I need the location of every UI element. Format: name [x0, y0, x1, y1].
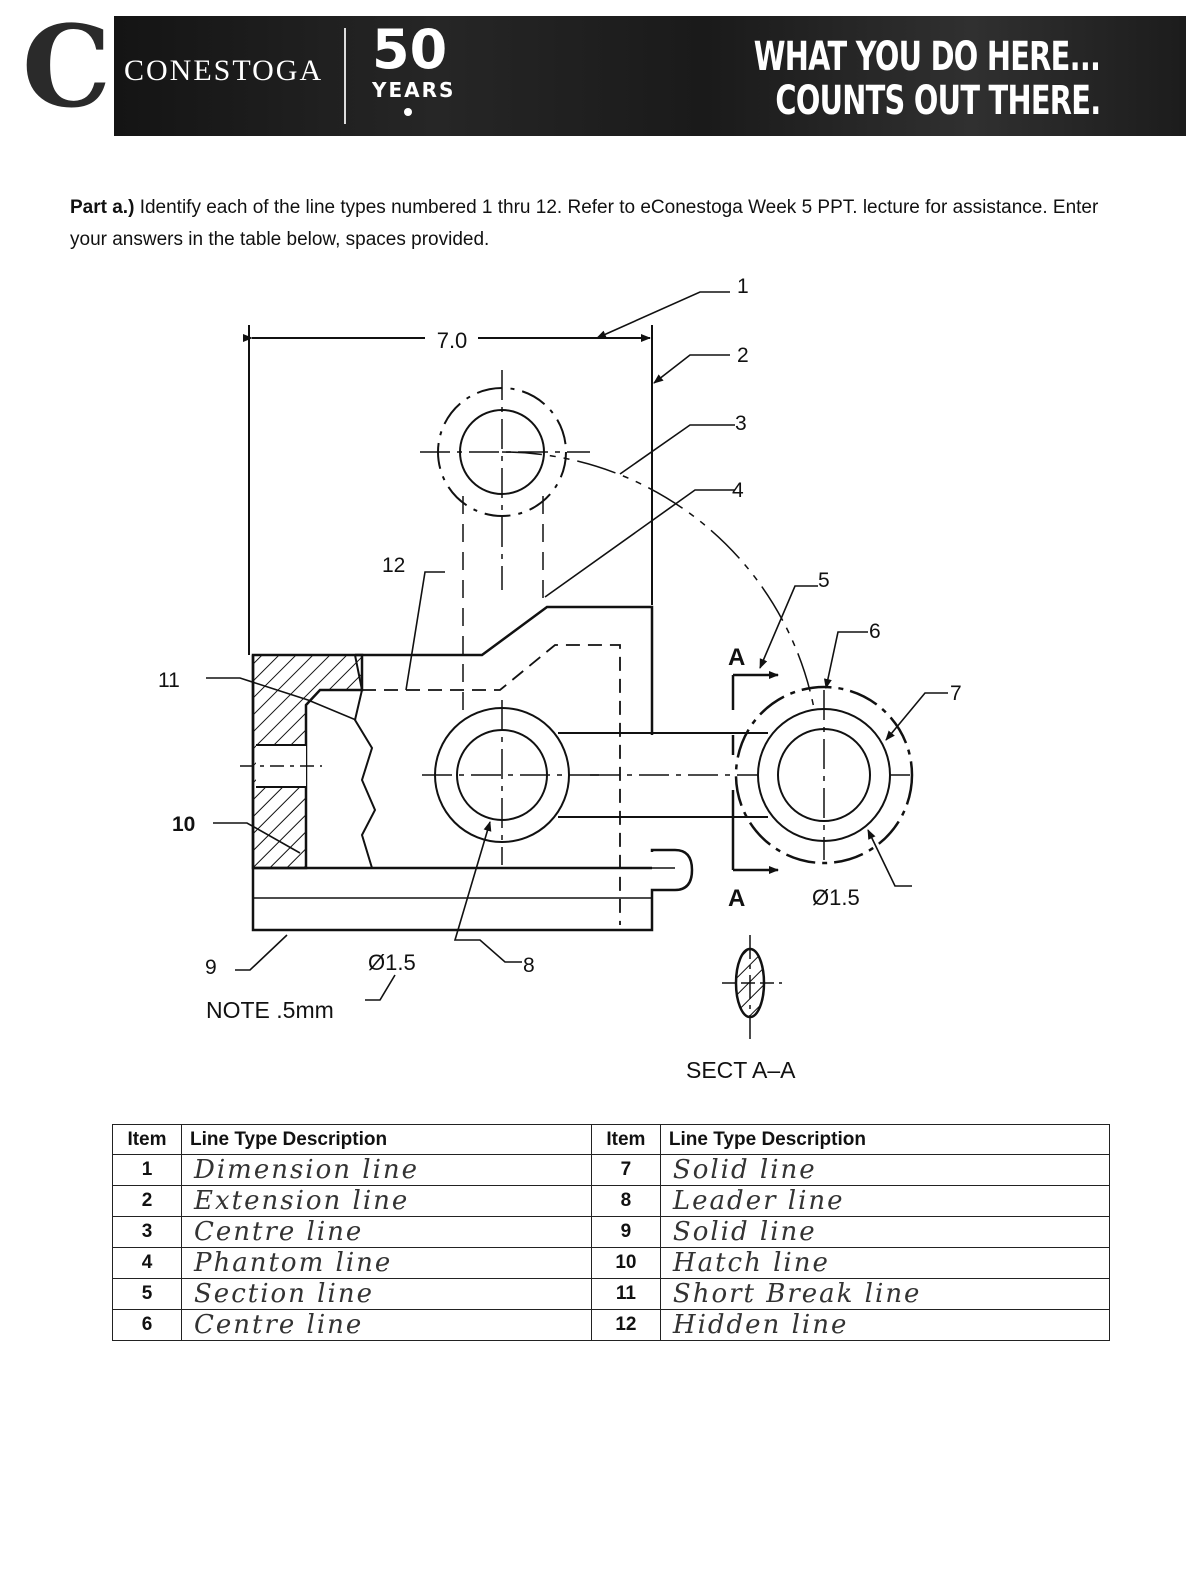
line-type-answer[interactable]: Phantom line: [181, 1247, 592, 1279]
callout-5: 5: [818, 569, 830, 592]
hidden-lines: [320, 644, 621, 925]
dimension-label: 7.0: [437, 328, 468, 353]
callout-11: 11: [158, 669, 180, 692]
technical-drawing: 7.0 1 2 3 4 5 6 7 8 9 10 11 12 A A Ø1.5 …: [158, 275, 962, 1083]
callout-4: 4: [732, 479, 744, 502]
callout-9: 9: [205, 956, 217, 979]
instructions-text: Identify each of the line types numbered…: [70, 197, 1099, 250]
table-header-row: Item Line Type Description Item Line Typ…: [112, 1124, 1111, 1155]
line-type-answer[interactable]: Centre line: [181, 1309, 592, 1341]
item-number: 9: [590, 1216, 661, 1248]
table-row: 4 Phantom line 10 Hatch line: [112, 1247, 1111, 1279]
top-boss: [420, 370, 590, 740]
line-type-answer[interactable]: Solid line: [659, 1216, 1111, 1248]
header-desc-right: Line Type Description: [659, 1124, 1111, 1155]
line-type-answer[interactable]: Hidden line: [659, 1309, 1111, 1341]
item-number: 10: [590, 1247, 661, 1279]
right-boss: [734, 685, 914, 865]
school-name: CONESTOGA: [124, 54, 324, 87]
callout-10: 10: [172, 813, 195, 836]
dimension-line-7: [243, 325, 653, 655]
answer-table: Item Line Type Description Item Line Typ…: [112, 1124, 1111, 1341]
item-number: 7: [590, 1154, 661, 1186]
banner-divider: [344, 28, 346, 124]
line-type-answer[interactable]: Leader line: [659, 1185, 1111, 1217]
section-view: [722, 935, 782, 1045]
college-logo-mark: C: [22, 2, 112, 133]
instructions-lead: Part a.): [70, 197, 135, 218]
header-item-left: Item: [112, 1124, 182, 1155]
leader-lines: [206, 291, 948, 1001]
line-type-answer[interactable]: Dimension line: [181, 1154, 592, 1186]
phantom-arc: [501, 451, 821, 771]
callout-2: 2: [737, 344, 749, 367]
anniversary-number: 50: [372, 18, 448, 81]
line-type-answer[interactable]: Solid line: [659, 1154, 1111, 1186]
instructions-paragraph: Part a.) Identify each of the line types…: [70, 192, 1110, 256]
table-row: 6 Centre line 12 Hidden line: [112, 1309, 1111, 1341]
diameter-bottom-label: Ø1.5: [368, 950, 416, 975]
callout-7: 7: [950, 682, 962, 705]
line-type-answer[interactable]: Section line: [181, 1278, 592, 1310]
item-number: 11: [590, 1278, 661, 1310]
slogan-line-2: COUNTS OUT THERE.: [774, 78, 1101, 124]
banner-dot: [404, 108, 412, 116]
table-row: 2 Extension line 8 Leader line: [112, 1185, 1111, 1217]
section-title: SECT A–A: [686, 1057, 796, 1083]
item-number: 4: [112, 1247, 182, 1279]
cutting-plane: [731, 671, 779, 874]
item-number: 5: [112, 1278, 182, 1310]
line-type-answer[interactable]: Extension line: [181, 1185, 592, 1217]
section-letter-top: A: [728, 644, 745, 671]
item-number: 3: [112, 1216, 182, 1248]
main-body: [251, 605, 694, 932]
diameter-right-label: Ø1.5: [812, 885, 860, 910]
line-type-answer[interactable]: Short Break line: [659, 1278, 1111, 1310]
item-number: 6: [112, 1309, 182, 1341]
callout-6: 6: [869, 620, 881, 643]
header-banner: CONESTOGA 50 YEARS WHAT YOU DO HERE... C…: [114, 16, 1186, 136]
hatched-section: [240, 653, 364, 870]
item-number: 12: [590, 1309, 661, 1341]
header-item-right: Item: [590, 1124, 661, 1155]
section-letter-bottom: A: [728, 885, 745, 912]
table-row: 1 Dimension line 7 Solid line: [112, 1154, 1111, 1186]
note-label: NOTE .5mm: [206, 997, 334, 1023]
table-row: 5 Section line 11 Short Break line: [112, 1278, 1111, 1310]
item-number: 8: [590, 1185, 661, 1217]
item-number: 2: [112, 1185, 182, 1217]
line-type-answer[interactable]: Centre line: [181, 1216, 592, 1248]
anniversary-word: YEARS: [372, 78, 456, 102]
short-break-line: [353, 654, 377, 869]
line-type-answer[interactable]: Hatch line: [659, 1247, 1111, 1279]
callout-1: 1: [737, 275, 749, 298]
middle-boss: [422, 700, 910, 865]
header-desc-left: Line Type Description: [181, 1124, 592, 1155]
slogan-line-1: WHAT YOU DO HERE...: [753, 34, 1100, 80]
table-row: 3 Centre line 9 Solid line: [112, 1216, 1111, 1248]
callout-12: 12: [382, 554, 405, 577]
item-number: 1: [112, 1154, 182, 1186]
callout-3: 3: [735, 412, 747, 435]
callout-8: 8: [523, 954, 535, 977]
